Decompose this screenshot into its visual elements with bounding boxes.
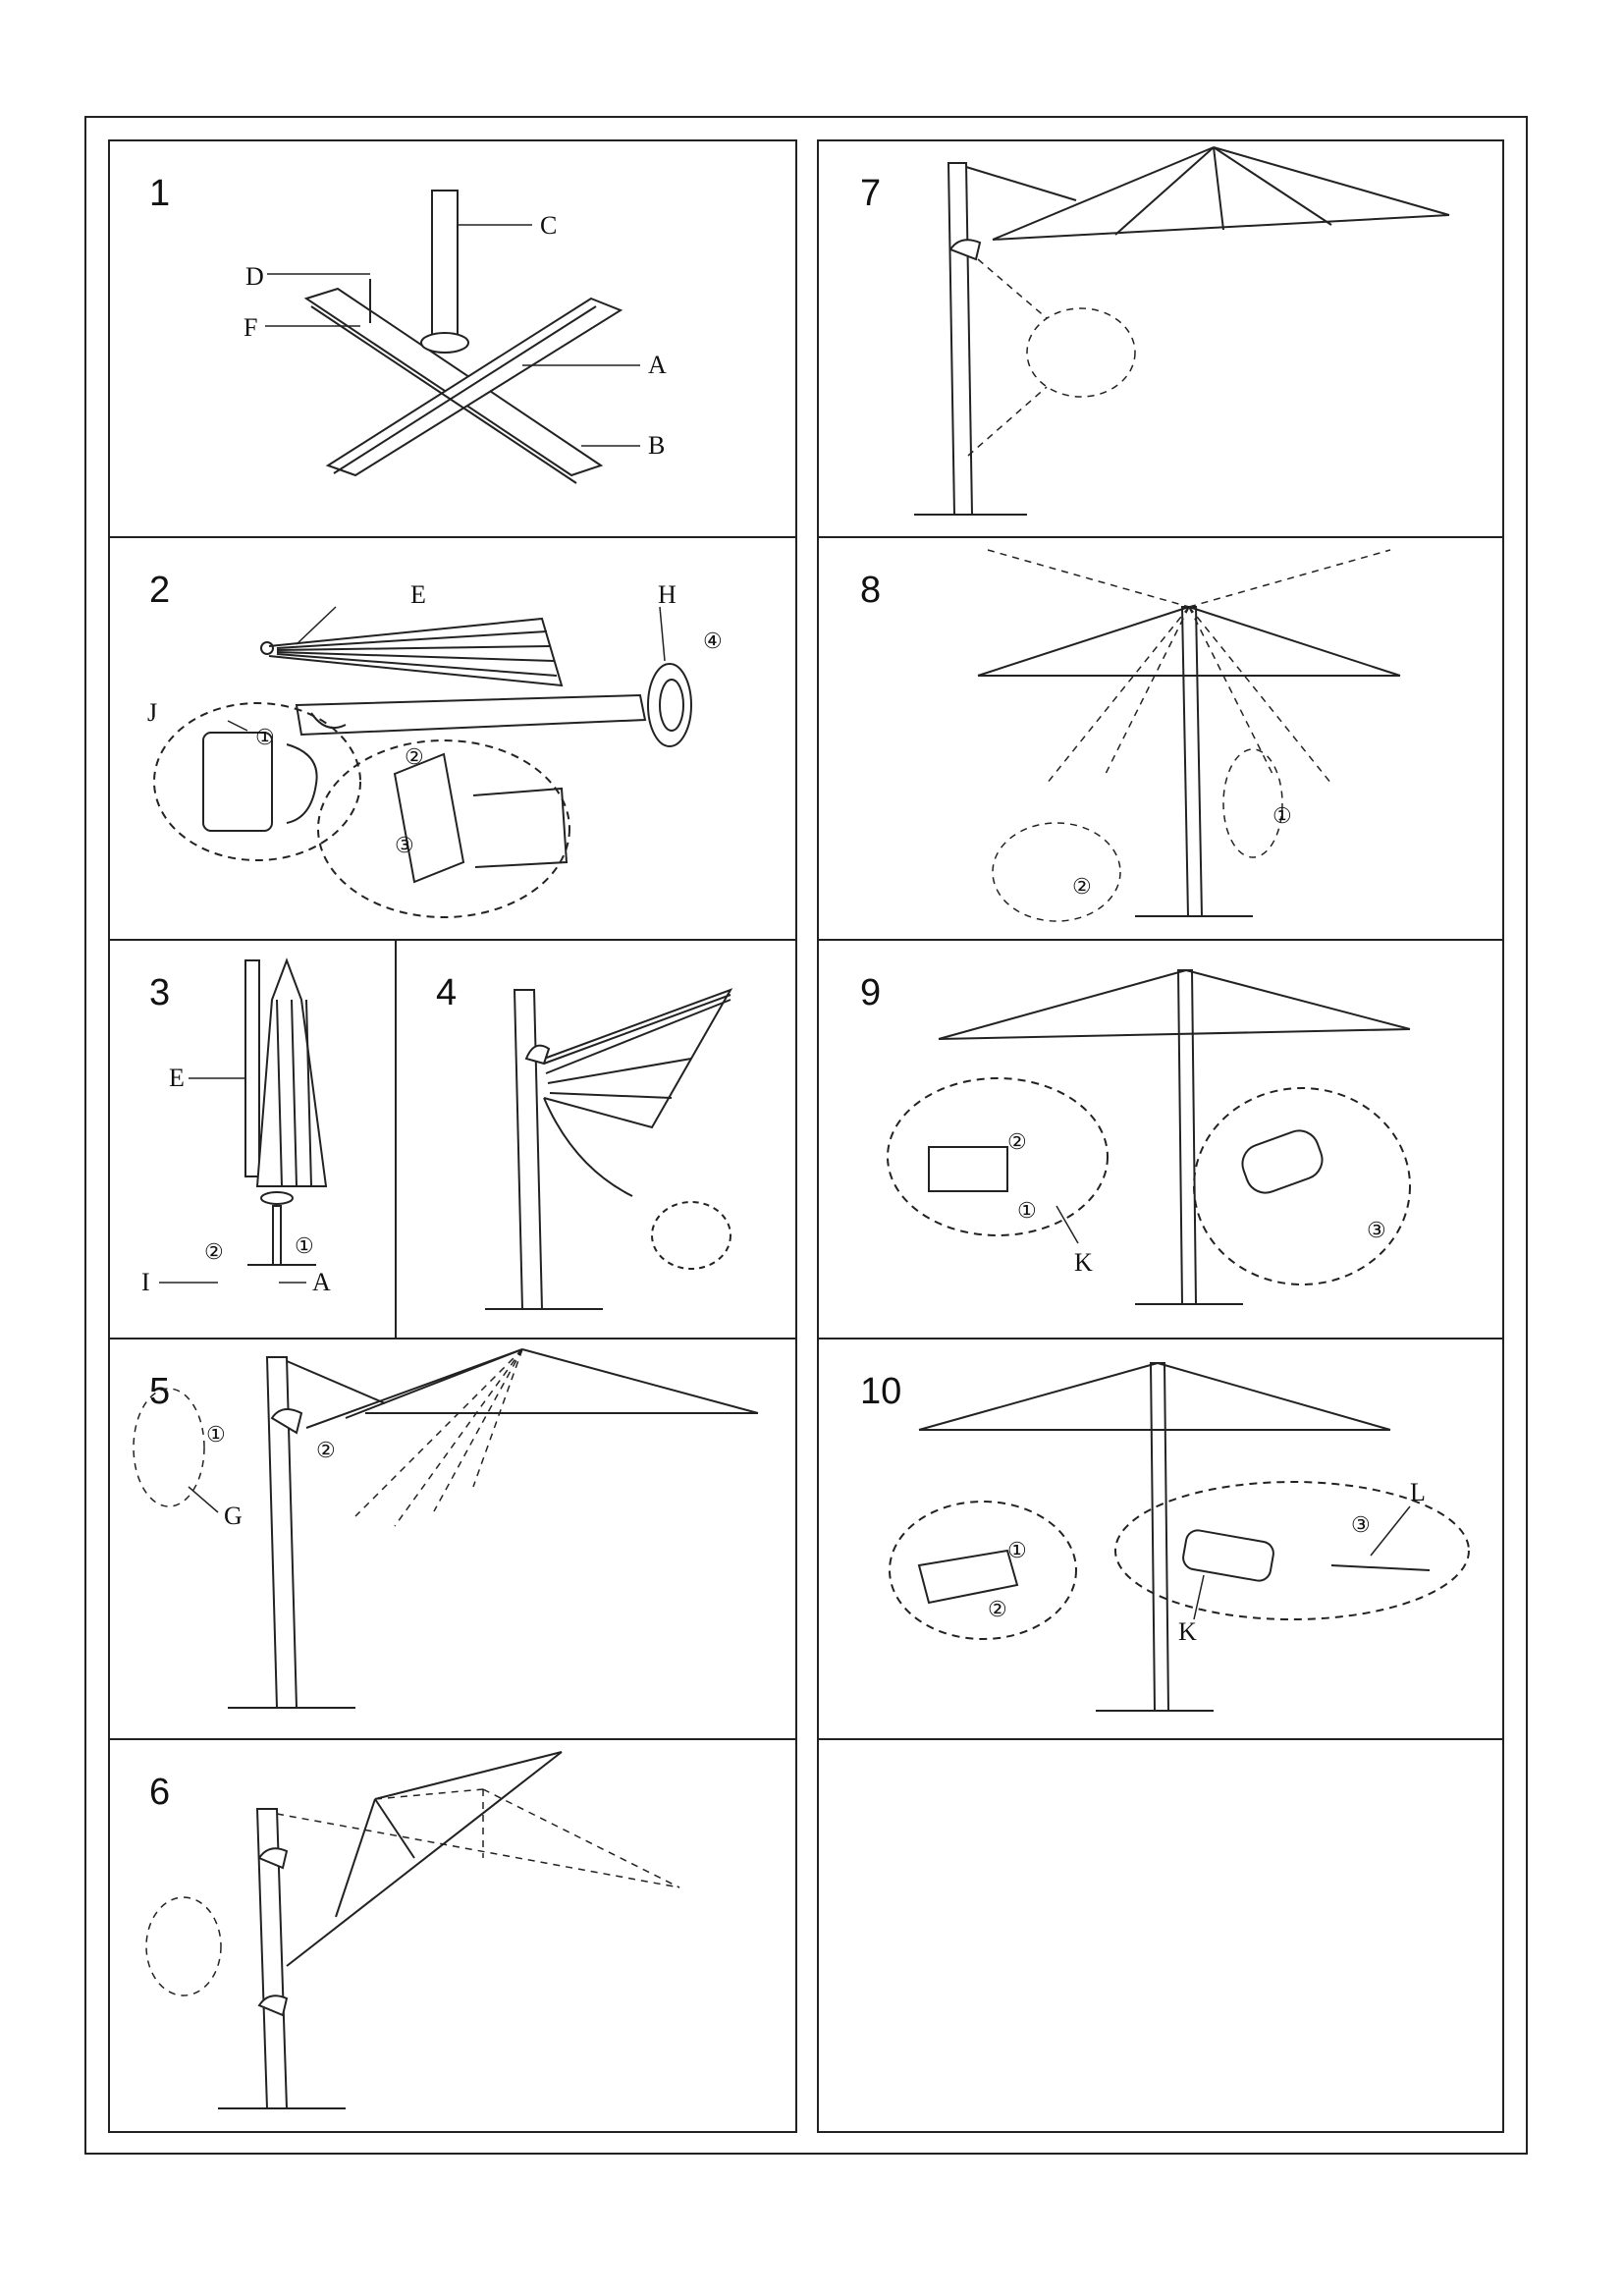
step-number: 6: [149, 1772, 171, 1813]
panel-separator: [395, 939, 397, 1338]
label-a: A: [312, 1268, 331, 1296]
step-3-panel: 3 E I A ② ①: [110, 941, 393, 1336]
step-1-illustration: C D F A B: [244, 141, 667, 534]
label-g: G: [224, 1502, 243, 1530]
step-3-illustration: E I A ② ①: [141, 941, 331, 1296]
step-10-panel: 10 ① ② ③ L K: [821, 1339, 1502, 1736]
marker-1: ①: [255, 725, 275, 749]
row-separator: [819, 939, 1504, 941]
marker-1: ①: [1272, 803, 1292, 828]
row-separator: [819, 1738, 1504, 1740]
label-d: D: [245, 262, 264, 291]
label-e: E: [169, 1064, 185, 1092]
row-separator: [108, 939, 795, 941]
step-9-panel: 9 ② ① ③ K: [821, 941, 1502, 1336]
marker-2: ②: [988, 1597, 1007, 1621]
row-separator: [819, 1338, 1504, 1339]
marker-3: ③: [395, 833, 414, 857]
row-separator: [819, 536, 1504, 538]
label-l: L: [1410, 1478, 1426, 1506]
step-10-illustration: ① ② ③ L K: [821, 1339, 1502, 1736]
step-2-illustration: E H J ① ② ③ ④: [147, 580, 723, 937]
marker-3: ③: [1351, 1512, 1371, 1537]
empty-panel: [821, 1740, 1502, 2131]
step-2-panel: 2 E H J ① ② ③: [110, 538, 793, 937]
row-separator: [108, 536, 795, 538]
marker-3: ③: [1367, 1218, 1386, 1242]
row-separator: [108, 1738, 795, 1740]
marker-1: ①: [206, 1422, 226, 1447]
step-number: 2: [149, 570, 171, 611]
step-6-panel: 6: [110, 1740, 793, 2131]
step-8-illustration: ① ②: [821, 538, 1502, 937]
outer-frame: [84, 116, 1528, 2155]
label-b: B: [648, 431, 665, 460]
step-number: 5: [149, 1371, 171, 1412]
label-i: I: [141, 1268, 150, 1296]
step-number: 4: [436, 972, 458, 1013]
marker-2: ②: [316, 1438, 336, 1462]
marker-2: ②: [204, 1239, 224, 1264]
step-number: 10: [860, 1371, 902, 1412]
marker-4: ④: [703, 629, 723, 653]
step-4-illustration: [397, 941, 793, 1336]
step-number: 7: [860, 173, 882, 214]
label-a: A: [648, 351, 667, 379]
step-7-panel: 7: [821, 141, 1502, 534]
marker-1: ①: [1007, 1538, 1027, 1562]
step-number: 9: [860, 972, 882, 1013]
label-f: F: [244, 313, 257, 342]
column-divider: [795, 139, 819, 2133]
label-c: C: [540, 211, 557, 240]
step-number: 8: [860, 570, 882, 611]
step-9-illustration: ② ① ③ K: [821, 941, 1502, 1336]
row-separator: [108, 1338, 795, 1339]
marker-1: ①: [1017, 1198, 1037, 1223]
marker-1: ①: [295, 1233, 314, 1258]
marker-2: ②: [1072, 874, 1092, 899]
marker-2: ②: [405, 744, 424, 769]
step-number: 3: [149, 972, 171, 1013]
step-number: 1: [149, 173, 171, 214]
label-k: K: [1074, 1248, 1093, 1277]
step-7-illustration: [821, 141, 1502, 534]
label-h: H: [658, 580, 677, 609]
label-j: J: [147, 698, 157, 727]
step-5-illustration: ① ② G: [110, 1339, 793, 1736]
marker-2: ②: [1007, 1129, 1027, 1154]
step-8-panel: 8 ① ②: [821, 538, 1502, 937]
step-4-panel: 4: [397, 941, 793, 1336]
step-6-illustration: [110, 1740, 793, 2131]
label-e: E: [410, 580, 426, 609]
step-5-panel: 5 ① ② G: [110, 1339, 793, 1736]
step-1-panel: 1 C D F A B: [110, 141, 793, 534]
label-k: K: [1178, 1617, 1197, 1646]
